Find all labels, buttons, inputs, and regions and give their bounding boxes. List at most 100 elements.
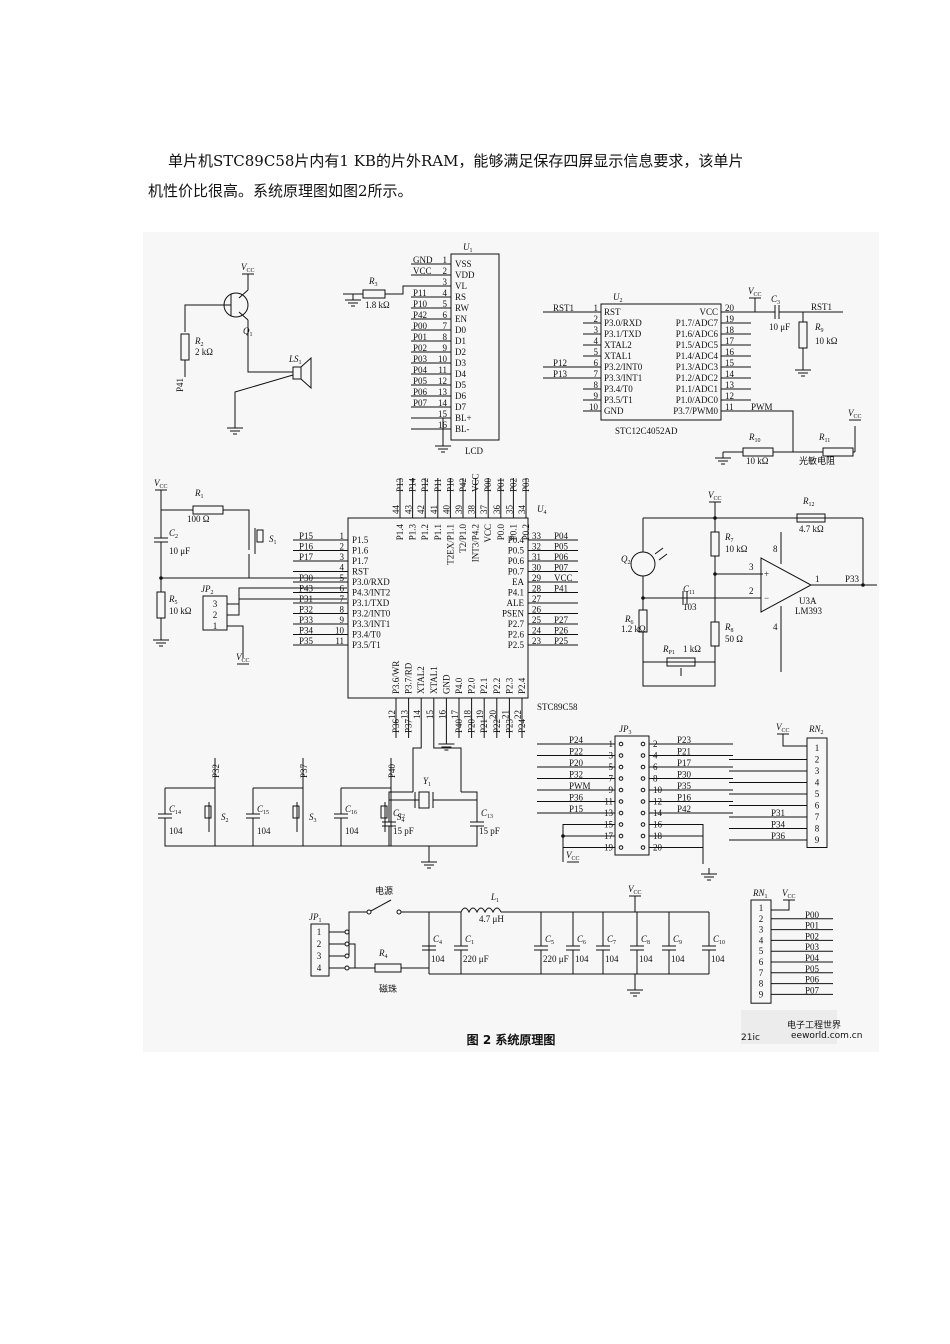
wire [412, 738, 422, 792]
rn2-pin-number: 5 [815, 789, 820, 799]
mcu-pin-name: P0.2 [521, 524, 531, 540]
jp3-pin [640, 741, 646, 747]
wire [247, 320, 293, 373]
adc-name: STC12C4052AD [615, 426, 678, 436]
key-cap-label: C16 [345, 804, 357, 816]
l1-label: L1 [490, 892, 499, 904]
key-net-label: P32 [211, 764, 221, 778]
rn1-net-label: P00 [805, 910, 820, 920]
jp3-pin [640, 753, 646, 758]
key-cap-label: C14 [169, 804, 181, 816]
mcu-pin-number: 42 [416, 505, 426, 514]
r8-value: 50 Ω [725, 634, 743, 644]
key-cap-value: 104 [169, 826, 183, 836]
mcu-net-label: P35 [299, 636, 314, 646]
adc-pin-name: VCC [699, 307, 718, 317]
r8-label: R8 [724, 622, 734, 634]
r4-value: 磁珠 [379, 983, 397, 994]
mcu-pin-name: P1.6 [352, 546, 369, 556]
lcd-pin-name: VDD [455, 270, 475, 280]
jp3-pin [640, 810, 646, 816]
u3a-opamp [760, 557, 813, 613]
key-net-label: P37 [299, 763, 309, 778]
lcd-pin-number: 11 [438, 365, 447, 375]
mcu-net-label: P26 [554, 626, 569, 636]
mcu-pin-name: T2EX/P1.1 [445, 524, 455, 565]
jp3-net-label: P15 [569, 804, 584, 814]
wire [234, 374, 294, 422]
lcd-pin-number: 3 [443, 277, 448, 287]
mcu-pin-number: 39 [454, 505, 464, 515]
wire [642, 632, 716, 687]
rn1-label: RN1 [752, 888, 768, 900]
mcu-pin-number: 19 [475, 710, 485, 720]
r6-value: 1.2 kΩ [621, 624, 646, 634]
r10-resistor [742, 447, 774, 457]
power-cap-label: C9 [673, 934, 682, 946]
adc-pin-name: P3.0/RXD [604, 318, 642, 328]
lcd-pin-number: 2 [443, 266, 448, 276]
l1-value: 4.7 μH [479, 914, 504, 924]
power-cap-value: 104 [431, 954, 445, 964]
s1-label: S1 [269, 534, 277, 546]
rn1-net-label: P06 [805, 975, 820, 985]
power-cap-value: 104 [711, 954, 725, 964]
mcu-net-label: P27 [554, 615, 569, 625]
lcd-net-label: P00 [413, 321, 428, 331]
mcu-pin-name: P0.4 [508, 535, 525, 545]
mcu-net-label: VCC [471, 473, 481, 492]
jp2-pin-number: 3 [213, 599, 218, 609]
vcc-label: VCC [154, 478, 168, 490]
mcu-pin-number: 18 [463, 710, 473, 720]
paragraph-line-2: 机性价比很高。系统原理图如图2所示。 [148, 182, 413, 200]
wire [227, 598, 347, 616]
lcd-net-label: GND [413, 255, 433, 265]
power-switch [368, 899, 392, 913]
jp3-net-label: P16 [677, 793, 692, 803]
jp3-header [614, 735, 650, 856]
mcu-pin-name: P2.5 [508, 640, 525, 650]
mcu-pin-number: 17 [450, 710, 460, 720]
r3-resistor [362, 289, 386, 299]
opamp-pin-4: 4 [773, 622, 778, 632]
rn1-pin-number: 4 [759, 935, 764, 945]
r2-value: 2 kΩ [195, 347, 213, 357]
jp3-net-label: P21 [677, 747, 691, 757]
jp2-pin-number: 1 [213, 621, 218, 631]
lcd-pin-number: 6 [443, 310, 448, 320]
rp1-value: 1 kΩ [683, 644, 701, 654]
rp1-potentiometer [666, 657, 696, 667]
light-arrow [658, 553, 668, 561]
key-switch-body [292, 805, 300, 819]
rn1-net-label: P01 [805, 921, 819, 931]
adc-pin-name: P3.1/TXD [604, 329, 642, 339]
mcu-net-label: P01 [496, 478, 506, 492]
adc-pin-name: P3.4/T0 [604, 384, 633, 394]
wire [165, 787, 216, 798]
key-net-label: P40 [387, 763, 397, 778]
adc-pin-number: 3 [594, 325, 599, 335]
jp3-net-label: P22 [569, 747, 583, 757]
adc-pin-number: 14 [725, 369, 735, 379]
jp3-pin [640, 822, 646, 827]
adc-pin-number: 19 [725, 314, 735, 324]
adc-net-label: RST1 [553, 303, 574, 313]
mcu-pin-name: P1.3 [408, 524, 418, 541]
paragraph-line-1: 单片机STC89C58片内有1 KB的片外RAM，能够满足保存四屏显示信息要求，… [168, 152, 744, 170]
adc-pin-name: RST [604, 307, 621, 317]
jp1-pin [344, 965, 350, 971]
adc-pin-name: P1.6/ADC6 [676, 329, 719, 339]
lcd-pin-name: D4 [455, 369, 466, 379]
r5-value: 10 kΩ [169, 606, 192, 616]
lcd-net-label: P07 [413, 398, 428, 408]
mcu-pin-number: 25 [532, 615, 542, 625]
rn1-pin-number: 3 [759, 925, 764, 935]
lcd-pin-number: 1 [443, 255, 448, 265]
jp1-pin [344, 953, 350, 959]
mcu-net-label: P34 [299, 626, 314, 636]
wire [161, 554, 347, 579]
power-switch-label: 电源 [375, 885, 393, 896]
mcu-pin-number: 21 [500, 710, 510, 719]
watermark-logo: 21ic [741, 1033, 760, 1043]
r11-label: R11 [818, 432, 830, 444]
